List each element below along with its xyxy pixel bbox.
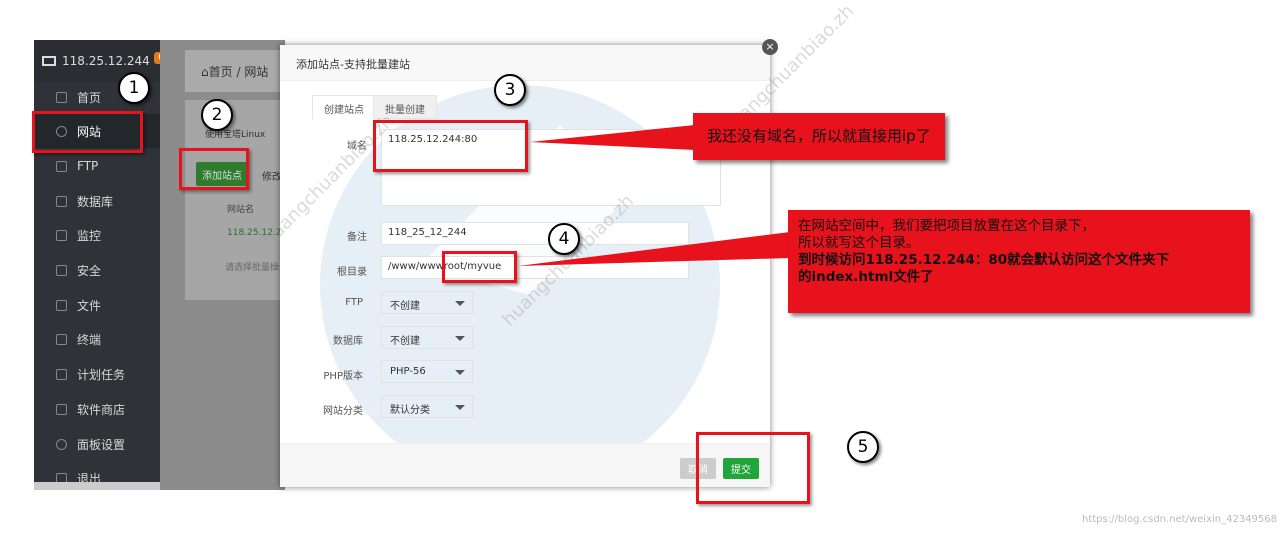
label: 安全 [77,263,102,278]
globe-icon [56,125,67,137]
highlight-submit [696,432,810,504]
callout-line: 所以就写这个目录。 [798,235,920,251]
home-icon [56,91,67,103]
sidebar-item-files[interactable]: 文件 [34,288,160,322]
db-select[interactable]: 不创建 [381,326,473,349]
folder-icon [56,299,67,311]
label: 首页 [77,90,102,105]
callout-line: 的index.html文件了 [798,269,934,285]
ftp-icon [56,160,67,172]
highlight-add-site [179,148,249,190]
tab-batch-create[interactable]: 批量创建 [373,95,437,119]
batch-select[interactable]: 请选择批量操作 [225,263,285,273]
terminal-icon [56,333,67,345]
breadcrumb-home[interactable]: 首页 [208,65,233,79]
root-label: 根目录 [337,267,367,278]
modal-footer: 取消 提交 [280,443,770,487]
server-host: 118.25.12.244 [62,54,150,68]
step-3: 3 [494,74,526,106]
sidebar-item-security[interactable]: 安全 [34,253,160,287]
modal-title: 添加站点-支持批量建站 [280,45,770,81]
home-icon: ⌂ [201,65,209,79]
highlight-domain [373,120,528,172]
step-2: 2 [201,99,233,131]
monitor-chart-icon [56,229,67,241]
breadcrumb-sep: / [236,65,241,79]
label: 文件 [77,298,102,313]
add-site-modal: 添加站点-支持批量建站 × 创建站点 批量创建 域名 118.25.12.244… [280,39,778,487]
add-site-button[interactable]: 添加站点 [196,162,248,186]
ftp-label: FTP [345,297,363,308]
highlight-website [32,111,143,153]
breadcrumb: ⌂首页 / 网站 [185,50,285,92]
ftp-select[interactable]: 不创建 [381,291,473,314]
label: FTP [77,159,99,173]
step-4: 4 [548,223,580,255]
label: 监控 [77,228,102,243]
site-row-link[interactable]: 118.25.12.24 [227,228,288,238]
category-label: 网站分类 [323,406,363,417]
remark-input[interactable]: 118_25_12_244 [381,222,689,245]
sidebar-item-store[interactable]: 软件商店 [34,392,160,426]
tab-create-site[interactable]: 创建站点 [312,95,376,119]
modify-button[interactable]: 修改 [262,172,282,183]
label: 终端 [77,332,102,347]
sidebar-item-settings[interactable]: 面板设置 [34,427,160,461]
notice: 使用宝塔Linux [205,130,266,140]
highlight-root [442,251,517,283]
sidebar-item-home[interactable]: 首页 [34,80,160,114]
sidebar-item-ftp[interactable]: FTP [34,149,160,183]
close-icon[interactable]: × [762,39,778,55]
callout-line: 在网站空间中，我们要把项目放置在这个目录下， [798,218,1095,234]
remark-label: 备注 [347,232,367,243]
credit-watermark: https://blog.csdn.net/weixin_42349568 [1082,514,1278,525]
sidebar-item-monitor[interactable]: 监控 [34,218,160,252]
step-5: 5 [847,431,879,463]
callout-domain: 我还没有域名，所以就直接用ip了 [693,113,945,160]
callout2-pointer [518,232,790,266]
label: 计划任务 [77,367,126,382]
sidebar-item-cron[interactable]: 计划任务 [34,357,160,391]
gear-icon [56,438,67,450]
callout1-pointer [530,125,695,150]
step-1: 1 [118,72,150,104]
php-select[interactable]: PHP-56 [381,360,473,383]
php-label: PHP版本 [323,371,363,382]
database-icon [56,195,67,207]
callout-line: 到时候访问118.25.12.244：80就会默认访问这个文件夹下 [798,252,1170,268]
callout-root: 在网站空间中，我们要把项目放置在这个目录下， 所以就写这个目录。 到时候访问11… [788,210,1250,313]
horizontal-scrollbar[interactable] [34,482,160,490]
submit-button[interactable]: 提交 [723,458,759,479]
breadcrumb-current: 网站 [244,65,269,79]
domain-label: 域名 [347,141,367,152]
shield-icon [56,264,67,276]
sidebar-item-website[interactable]: 网站 [34,114,160,148]
col-site-name[interactable]: 网站名 [227,205,255,215]
label: 软件商店 [77,402,126,417]
site-panel: 使用宝塔Linux 修改 网站名 118.25.12.24 请选择批量操作 [185,100,288,300]
label: 数据库 [77,194,114,209]
category-select[interactable]: 默认分类 [381,395,473,418]
label: 网站 [77,124,102,139]
grid-icon [56,403,67,415]
sidebar-item-terminal[interactable]: 终端 [34,322,160,356]
sidebar: 118.25.12.244 0 首页 网站 FTP 数据库 监控 安全 文件 终… [34,40,168,490]
label: 面板设置 [77,437,126,452]
monitor-icon [42,56,56,66]
calendar-icon [56,368,67,380]
db-label: 数据库 [333,336,363,347]
sidebar-item-database[interactable]: 数据库 [34,184,160,218]
